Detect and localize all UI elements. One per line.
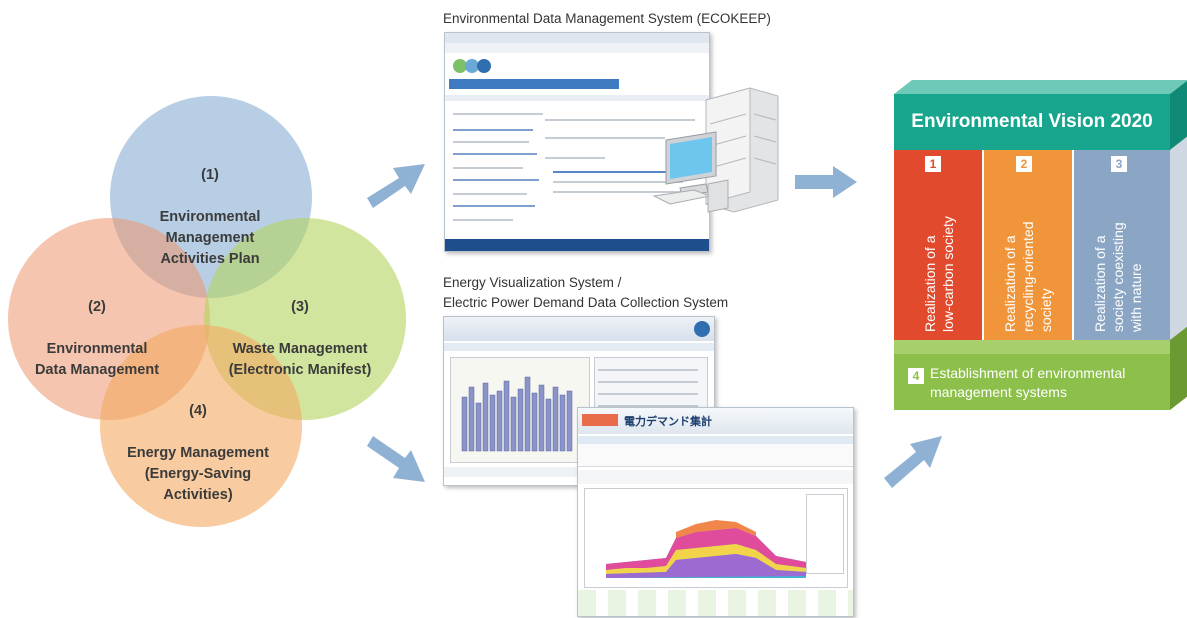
base-text: Establishment of environmental managemen…: [930, 365, 1126, 400]
demand-data-screenshot: 電力デマンド集計: [577, 407, 854, 617]
vision-title-bar: [894, 94, 1170, 150]
demand-title: 電力デマンド集計: [624, 415, 712, 428]
venn-text-3: Waste Management (Electronic Manifest): [228, 341, 372, 378]
venn-label-2: (2) Environmental Data Management: [22, 276, 172, 402]
venn-num-4: (4): [189, 403, 207, 419]
ecokeep-caption: Environmental Data Management System (EC…: [443, 11, 771, 26]
vision-base-inner: [894, 340, 1170, 354]
energy-bar-chart-thumbnail: [461, 376, 573, 452]
energy-caption: Energy Visualization System / Electric P…: [443, 273, 728, 313]
venn-num-3: (3): [291, 299, 309, 315]
arrow-from-energy-to-vision: [884, 436, 942, 488]
venn-num-1: (1): [201, 167, 219, 183]
venn-text-4: Energy Management (Energy-Saving Activit…: [127, 445, 269, 503]
pillar-1-text: Realization of a low-carbon society: [922, 216, 956, 332]
arrow-to-energy: [367, 436, 425, 482]
circle-energy-management: [100, 325, 302, 527]
pillar-3-number: 3: [1111, 156, 1127, 172]
pillar-2-number: 2: [1016, 156, 1032, 172]
venn-label-1: (1) Environmental Management Activities …: [130, 144, 290, 291]
pillar-1-number: 1: [925, 156, 941, 172]
energy-caption-line1: Energy Visualization System /: [443, 275, 622, 290]
venn-text-1: Environmental Management Activities Plan: [159, 209, 261, 267]
demand-stacked-chart-thumbnail: [606, 520, 806, 578]
vision-3d-sides: [894, 80, 1187, 410]
base-number: 4: [908, 368, 924, 384]
arrow-to-ecokeep: [367, 164, 425, 208]
venn-text-2: Environmental Data Management: [34, 341, 160, 378]
arrow-to-vision: [795, 166, 857, 198]
pillar-3-text: Realization of a society coexisting with…: [1092, 222, 1144, 332]
server-computer-icon: [652, 87, 779, 213]
ecokeep-screenshot: [444, 32, 710, 252]
pillar-low-carbon: [894, 150, 982, 340]
pillar-nature: [1074, 150, 1170, 340]
venn-label-3: (3) Waste Management (Electronic Manifes…: [210, 276, 390, 402]
venn-label-4: (4) Energy Management (Energy-Saving Act…: [108, 380, 288, 527]
pillar-recycling: [984, 150, 1072, 340]
pillar-2-text: Realization of a recycling-oriented soci…: [1002, 221, 1054, 333]
energy-caption-line2: Electric Power Demand Data Collection Sy…: [443, 295, 729, 310]
venn-num-2: (2): [88, 299, 106, 315]
vision-title: Environmental Vision 2020: [911, 111, 1153, 132]
